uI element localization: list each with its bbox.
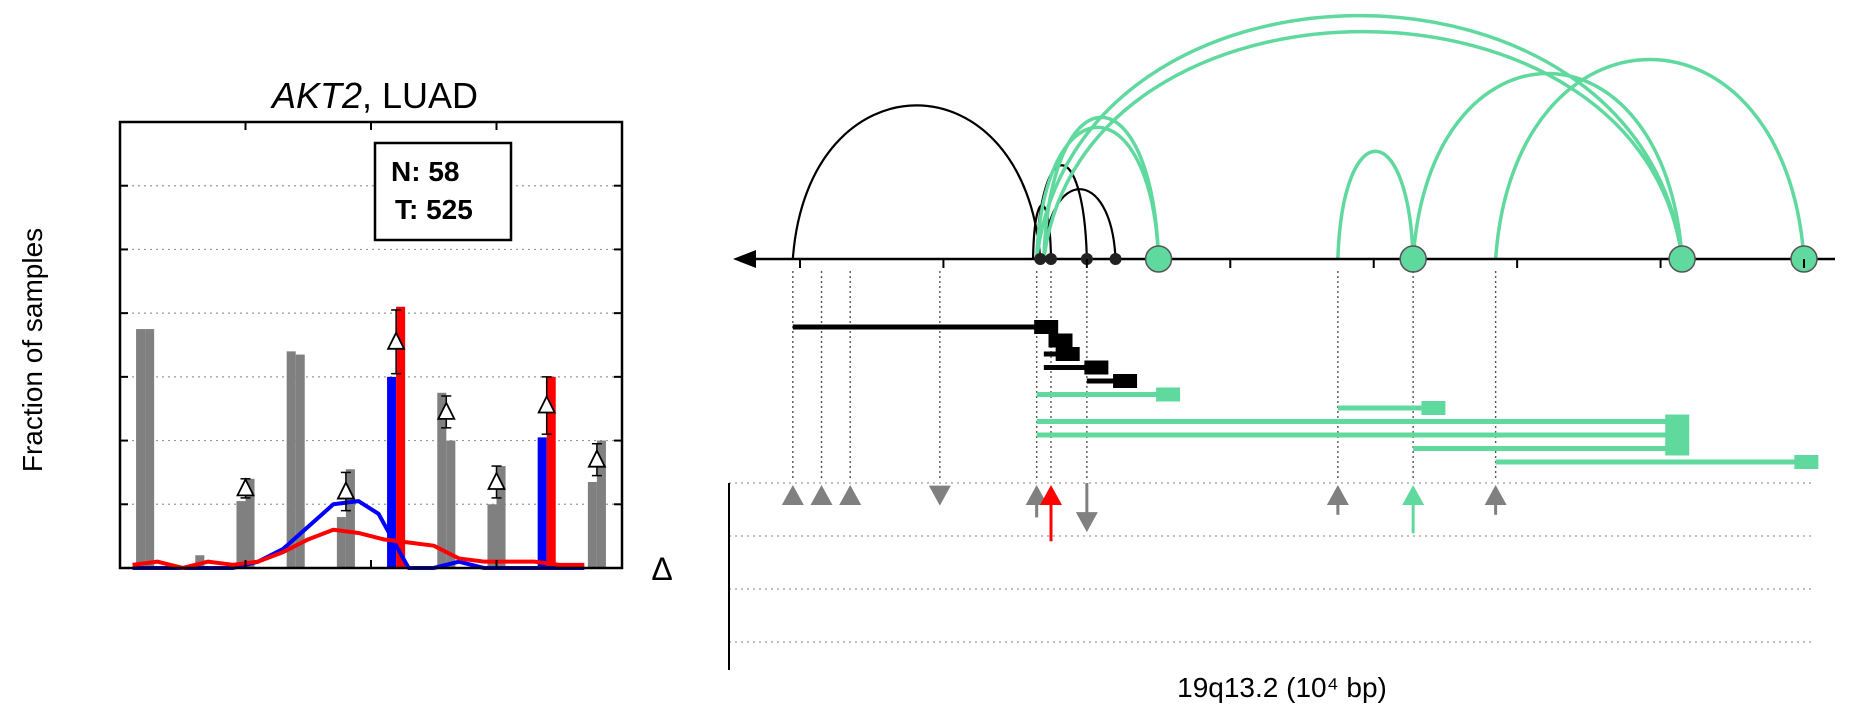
legend-box: N: 58 T: 525 (373, 141, 513, 242)
transcript-end-block (1665, 428, 1690, 442)
normal-bar (587, 481, 597, 568)
exon-node (1399, 245, 1427, 273)
up-arrow-icon (810, 485, 833, 505)
transcript-end-block (1665, 441, 1690, 456)
normal-bar (387, 376, 397, 568)
tumor-bar (446, 440, 456, 568)
exon-node (1109, 253, 1122, 265)
up-arrow-icon (1040, 485, 1062, 505)
tumor-bar (496, 466, 506, 568)
transcripts (792, 320, 1819, 469)
exon-node (1144, 245, 1173, 273)
tumor-bar (596, 440, 606, 568)
splice-arc (1042, 30, 1684, 260)
bars (136, 306, 606, 568)
transcript-end-block (1113, 374, 1138, 388)
splice-arc (1493, 57, 1806, 260)
delta-triangle-icon (386, 330, 406, 350)
genome-axis-label: 19q13.2 (10⁴ bp) (1177, 672, 1387, 703)
exon-node (1034, 253, 1047, 265)
legend-frame (373, 141, 513, 242)
red-series-line (132, 527, 585, 570)
delta-axis-label: Δ (651, 551, 672, 587)
tumor-bar (295, 354, 305, 568)
gene-structure-panel: Δ 19q13.2 (10⁴ bp) (651, 14, 1835, 703)
delta-triangle-icon (436, 400, 456, 420)
splice-arcs (791, 14, 1806, 260)
chart-title: AKT2, LUAD (270, 75, 478, 116)
splice-arc (1042, 115, 1161, 260)
exon-node (1045, 253, 1057, 265)
transcript-end-block (1055, 347, 1080, 361)
delta-triangle-icon (487, 470, 506, 490)
transcript-end-block (1156, 387, 1181, 402)
down-arrow-icon (1075, 512, 1098, 533)
transcript-end-block (1084, 360, 1109, 375)
axis-ticks (119, 121, 623, 569)
exon-node (1668, 245, 1696, 273)
tumor-bar (245, 478, 255, 568)
transcript-end-block (1048, 333, 1073, 348)
site-guides (792, 271, 1497, 480)
chart-title-dataset: , LUAD (362, 75, 478, 116)
normal-count: N: 58 (391, 156, 459, 187)
tumor-count: T: 525 (395, 194, 473, 225)
normal-bar (437, 392, 447, 568)
delta-gridlines (729, 482, 1815, 643)
splice-arc (1336, 149, 1415, 260)
tumor-bar (345, 469, 355, 568)
genome-ticks (799, 259, 1805, 268)
polyA-sites (781, 483, 1507, 542)
tumor-bar (396, 306, 406, 568)
up-arrow-icon (1402, 485, 1425, 505)
transcript-end-block (1665, 414, 1690, 429)
normal-bar (537, 437, 547, 568)
normal-bar (336, 517, 346, 568)
delta-triangle-icon (236, 477, 255, 497)
splice-arc (1042, 188, 1117, 260)
delta-triangle-icon (537, 394, 557, 414)
delta-triangle-icon (336, 480, 356, 500)
splice-arc (1411, 71, 1684, 260)
up-arrow-icon (1326, 485, 1349, 505)
splice-arc (791, 104, 1042, 260)
down-arrow-icon (928, 485, 951, 506)
normal-bar (236, 501, 246, 568)
bar-chart-panel: AKT2, LUAD Fraction of samples N: 58 T: … (17, 75, 624, 570)
up-arrow-icon (1025, 485, 1048, 505)
normal-bar (487, 504, 497, 568)
exon-nodes (1034, 245, 1818, 273)
transcript-end-block (1034, 320, 1059, 334)
up-arrow-icon (1484, 485, 1507, 505)
tumor-bar (546, 376, 556, 568)
tumor-bar (145, 329, 155, 568)
normal-bar (136, 329, 146, 568)
splice-arc (1034, 14, 1684, 260)
chart-title-gene: AKT2 (270, 75, 362, 116)
strand-arrow-icon (733, 250, 756, 268)
y-axis-label: Fraction of samples (17, 228, 48, 472)
transcript-end-block (1421, 401, 1446, 415)
delta-markers (236, 309, 607, 512)
up-arrow-icon (781, 485, 804, 505)
up-arrow-icon (839, 485, 862, 505)
normal-bar (286, 351, 296, 568)
transcript-end-block (1794, 455, 1819, 469)
delta-triangle-icon (587, 448, 607, 468)
